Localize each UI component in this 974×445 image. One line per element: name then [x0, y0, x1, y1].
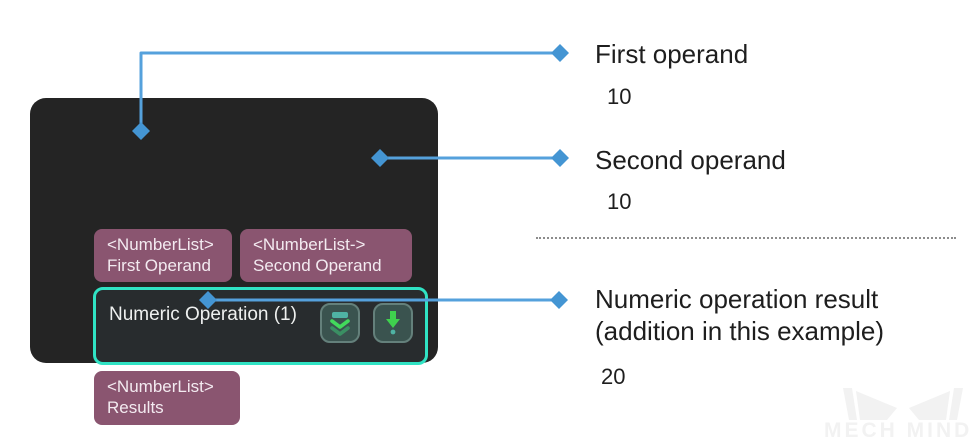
collapse-button[interactable] [320, 303, 360, 343]
callout-second-operand-value: 10 [607, 189, 632, 214]
callout-result-label: Numeric operation result (addition in th… [595, 283, 884, 347]
callout-result-label-line2: (addition in this example) [595, 316, 885, 346]
port-type: <NumberList-> [253, 235, 366, 254]
callout-first-operand-label: First operand [595, 39, 749, 69]
collapse-chevrons-icon [330, 312, 350, 336]
dotted-separator [536, 237, 956, 239]
down-arrow-icon [386, 311, 400, 335]
callout-first-operand-value: 10 [607, 84, 632, 109]
port-label: Results [107, 398, 164, 417]
callout-second-operand-label: Second operand [595, 145, 786, 175]
port-type: <NumberList> [107, 377, 214, 396]
diamond-label-first [551, 44, 569, 62]
callout-result-value: 20 [601, 364, 626, 389]
mech-mind-watermark: MECH MIND [820, 385, 974, 445]
port-second-operand[interactable]: <NumberList-> Second Operand [240, 229, 412, 282]
port-results[interactable]: <NumberList> Results [94, 371, 240, 425]
diamond-label-result [550, 291, 568, 309]
port-label: Second Operand [253, 256, 382, 275]
port-first-operand[interactable]: <NumberList> First Operand [94, 229, 232, 282]
run-step-button[interactable] [373, 303, 413, 343]
port-type: <NumberList> [107, 235, 214, 254]
diamond-label-second [551, 149, 569, 167]
callout-result-label-line1: Numeric operation result [595, 284, 879, 314]
node-title: Numeric Operation (1) [109, 304, 297, 325]
numeric-operation-node[interactable]: Numeric Operation (1) [93, 287, 428, 365]
graph-panel: <NumberList> First Operand <NumberList->… [30, 98, 438, 425]
mech-mind-logo-icon [843, 388, 963, 420]
port-label: First Operand [107, 256, 211, 275]
mech-mind-logo-text: MECH MIND [824, 419, 973, 442]
